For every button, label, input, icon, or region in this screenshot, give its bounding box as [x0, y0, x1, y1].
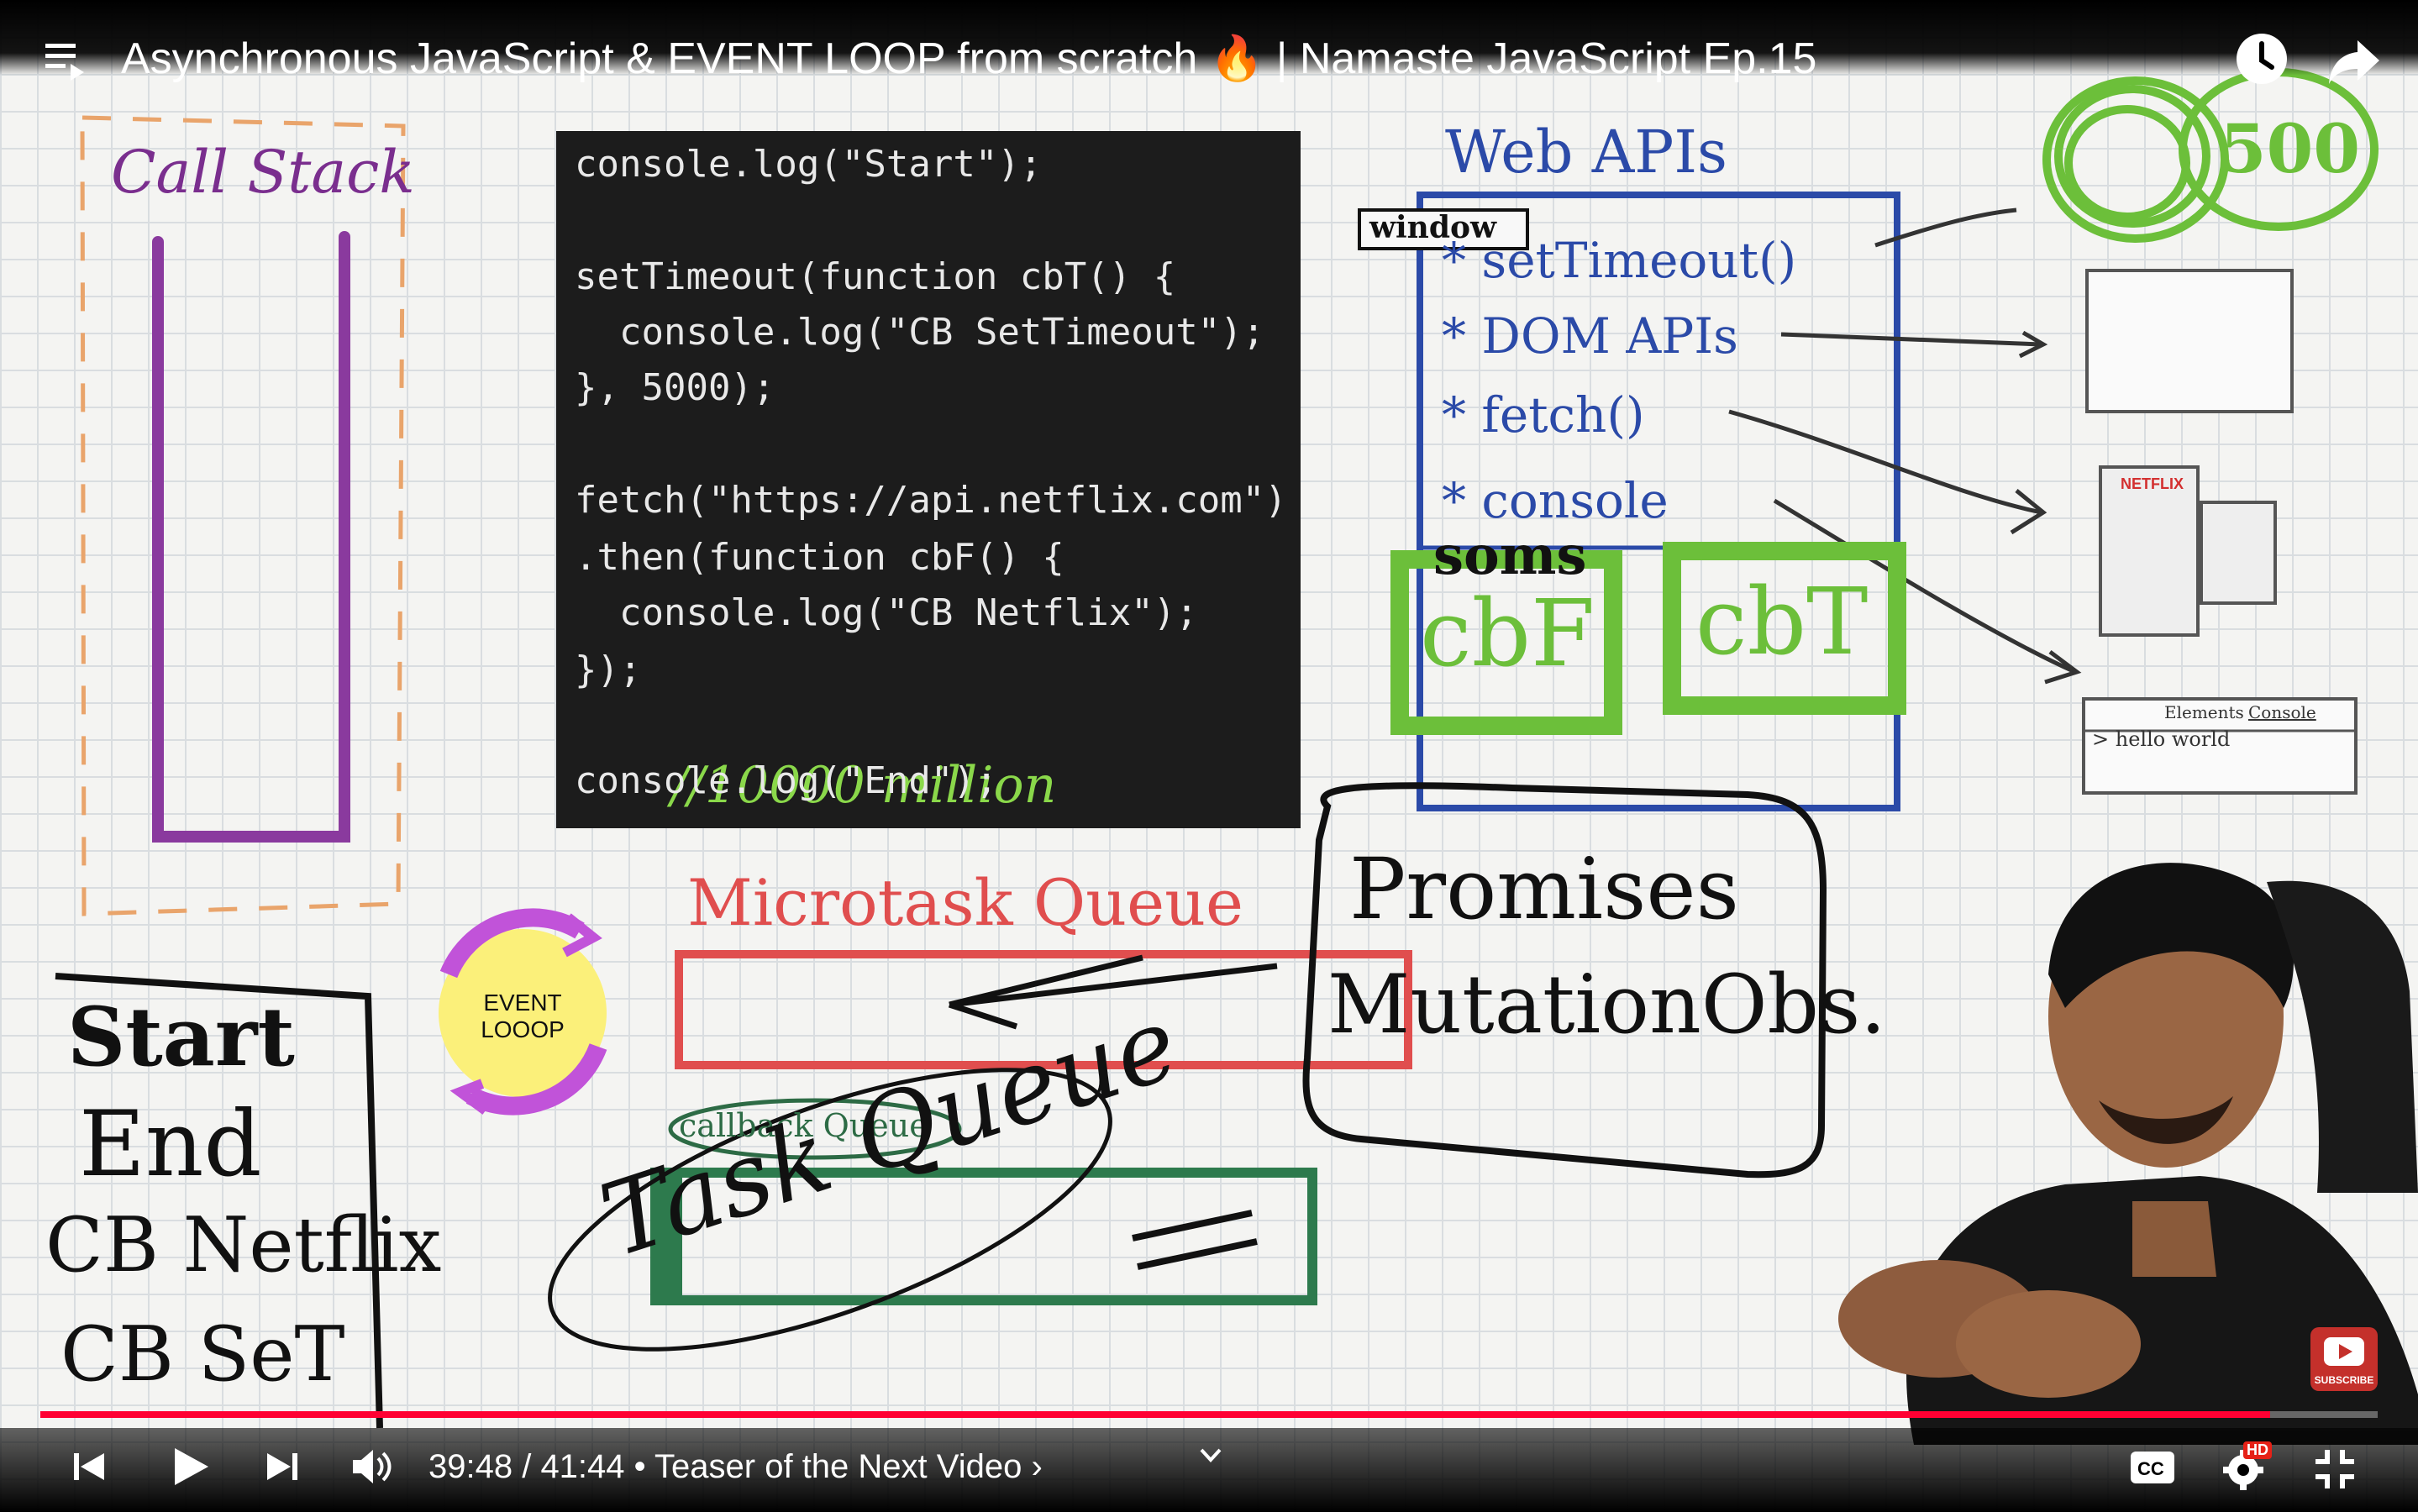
next-icon[interactable]	[264, 1448, 301, 1485]
player-controls: CC HD	[0, 1428, 2418, 1512]
code-panel: console.log("Start"); setTimeout(functio…	[556, 131, 1301, 828]
code-line: console.log("Start");	[575, 143, 1043, 186]
web-api-item-dom: * DOM APIs	[1442, 307, 1738, 365]
promises-label: Promises	[1349, 840, 1739, 938]
subscribe-badge[interactable]: SUBSCRIBE	[2310, 1327, 2378, 1391]
code-line: console.log("CB SetTimeout");	[575, 311, 1265, 354]
code-line: console.log("CB Netflix");	[575, 591, 1198, 634]
exit-fullscreen-icon[interactable]	[2314, 1448, 2356, 1490]
code-line: fetch("https://api.netflix.com")	[575, 479, 1287, 522]
time-and-chapter[interactable]: 39:48 / 41:44 • Teaser of the Next Video…	[428, 1448, 1043, 1485]
console-output-line: Start	[67, 990, 295, 1084]
event-loop-label: EVENT LOOOP	[481, 990, 565, 1042]
hd-badge: HD	[2243, 1441, 2272, 1459]
callback-queue-label: callback Queue	[679, 1107, 928, 1144]
chevron-down-icon[interactable]	[1198, 1445, 1223, 1465]
timer-500-label: 500	[2220, 109, 2360, 188]
console-output-line: End	[79, 1092, 262, 1197]
video-title[interactable]: Asynchronous JavaScript & EVENT LOOP fro…	[121, 34, 1817, 83]
playlist-icon[interactable]	[44, 39, 87, 82]
devtools-tab-console: Console	[2248, 702, 2316, 722]
previous-icon[interactable]	[71, 1448, 108, 1485]
code-line: }, 5000);	[575, 366, 775, 409]
console-output-line: CB SeT	[60, 1310, 345, 1399]
web-api-item-console: * console	[1442, 472, 1669, 529]
watch-later-icon[interactable]	[2235, 32, 2289, 86]
play-icon[interactable]	[166, 1443, 213, 1490]
web-api-item-settimeout: * setTimeout()	[1442, 232, 1797, 289]
devtools-output: > hello world	[2092, 727, 2231, 751]
window-label: window	[1369, 210, 1497, 245]
console-output-line: CB Netflix	[45, 1201, 442, 1289]
web-api-item-fetch: * fetch()	[1442, 386, 1645, 444]
progress-played	[40, 1411, 2271, 1418]
captions-icon[interactable]: CC	[2129, 1450, 2176, 1485]
cbf-label: cbF	[1420, 580, 1595, 687]
volume-icon[interactable]	[350, 1446, 393, 1487]
code-line: setTimeout(function cbT() {	[575, 255, 1176, 298]
code-comment: //10000 million	[670, 756, 1057, 815]
web-apis-label: Web APIs	[1445, 118, 1727, 186]
presenter	[1838, 863, 2418, 1445]
call-stack-label: Call Stack	[111, 138, 415, 207]
netflix-label: NETFLIX	[2121, 475, 2184, 492]
share-icon[interactable]	[2327, 34, 2381, 87]
microtask-queue-label: Microtask Queue	[687, 865, 1243, 940]
svg-text:CC: CC	[2137, 1458, 2164, 1479]
code-line: console.log("End");	[575, 759, 998, 802]
cbt-label: cbT	[1695, 568, 1869, 675]
subscribe-label: SUBSCRIBE	[2314, 1374, 2374, 1386]
soms-label: soms	[1433, 524, 1587, 587]
youtube-play-icon	[2324, 1337, 2364, 1366]
title-bar: Asynchronous JavaScript & EVENT LOOP fro…	[0, 0, 2418, 84]
devtools-tab-elements: Elements	[2164, 702, 2244, 722]
mutation-observer-label: MutationObs.	[1327, 958, 1886, 1052]
code-line: });	[575, 648, 642, 691]
code-line: .then(function cbF() {	[575, 536, 1064, 579]
